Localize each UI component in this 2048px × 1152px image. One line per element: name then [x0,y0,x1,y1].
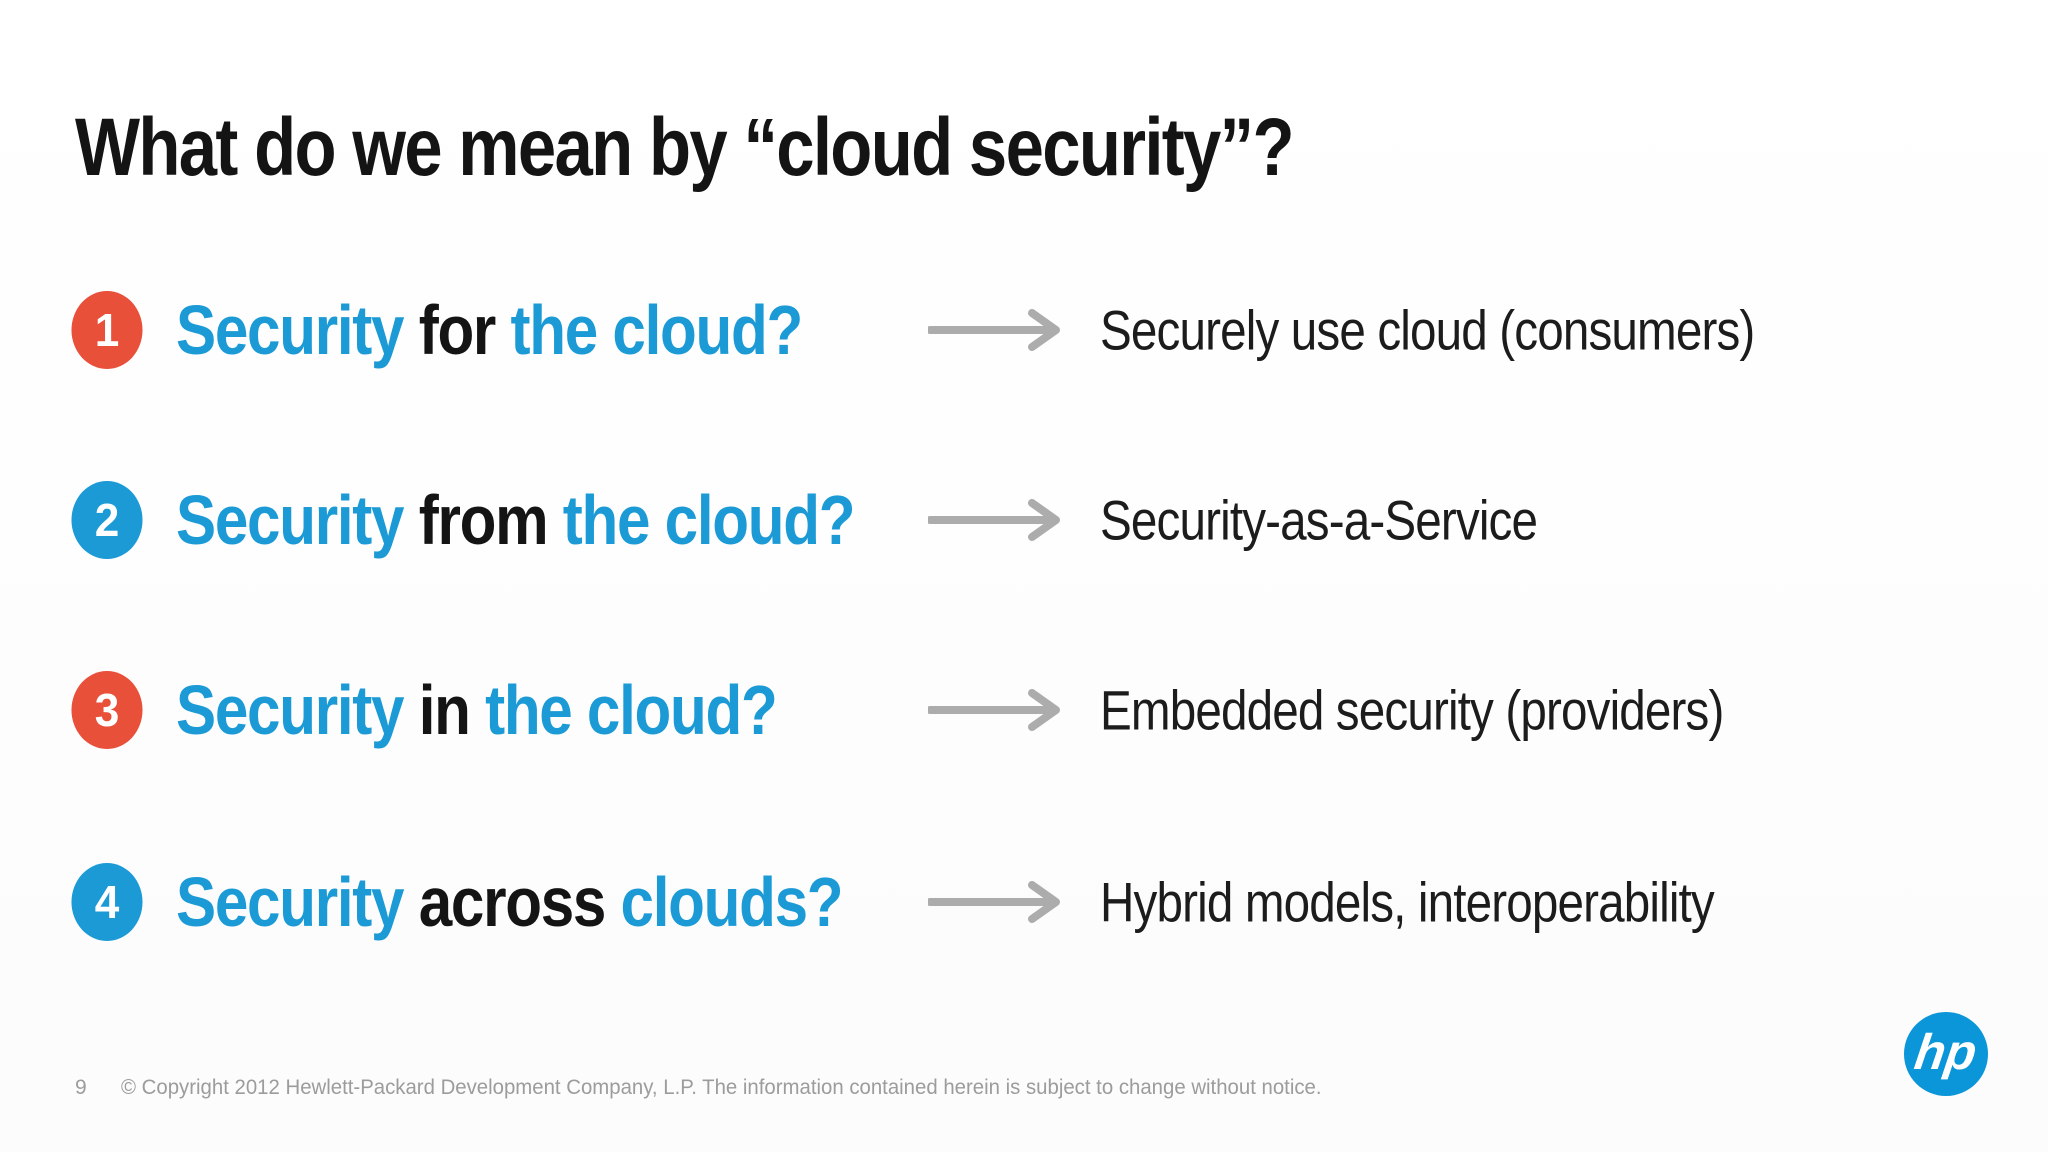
badge-number: 2 [94,494,120,546]
item-description: Hybrid models, interoperability [1100,870,1715,934]
item-tail: clouds? [620,863,844,941]
item-tail: the cloud? [510,291,804,369]
item-description: Embedded security (providers) [1100,678,1724,742]
copyright-text: © Copyright 2012 Hewlett-Packard Develop… [121,1076,1322,1099]
badge-1: 1 [71,291,143,369]
item-connector: for [418,291,497,369]
item-lead: Security [176,291,405,369]
item-question: Security across clouds? [176,862,844,942]
badge-2: 2 [71,481,143,559]
item-connector: from [418,481,549,559]
slide-title: What do we mean by “cloud security”? [75,101,1295,193]
footer: 9 © Copyright 2012 Hewlett-Packard Devel… [0,1074,2048,1106]
item-description: Security-as-a-Service [1100,488,1538,552]
badge-number: 1 [94,304,120,356]
item-connector: in [418,671,471,749]
list-item: 2 Security from the cloud? Security-as-a… [0,478,2048,562]
badge-number: 4 [94,876,120,928]
hp-logo: hp [1904,1012,1988,1096]
list-item: 1 Security for the cloud? Securely use c… [0,288,2048,372]
item-question: Security in the cloud? [176,670,778,750]
page-number: 9 [75,1076,87,1099]
badge-number: 3 [94,684,120,736]
list-item: 3 Security in the cloud? Embedded securi… [0,668,2048,752]
right-arrow-icon [928,881,1060,923]
item-lead: Security [176,481,405,559]
right-arrow-icon [928,499,1060,541]
right-arrow-icon [928,309,1060,351]
item-tail: the cloud? [485,671,778,749]
item-question: Security for the cloud? [176,290,804,370]
hp-logo-text: hp [1911,1024,1981,1080]
badge-3: 3 [71,671,143,749]
item-lead: Security [176,863,405,941]
item-connector: across [418,863,607,941]
list-item: 4 Security across clouds? Hybrid models,… [0,860,2048,944]
item-description: Securely use cloud (consumers) [1100,298,1755,362]
item-lead: Security [176,671,405,749]
badge-4: 4 [71,863,143,941]
item-question: Security from the cloud? [176,480,856,560]
right-arrow-icon [928,689,1060,731]
item-tail: the cloud? [562,481,856,559]
